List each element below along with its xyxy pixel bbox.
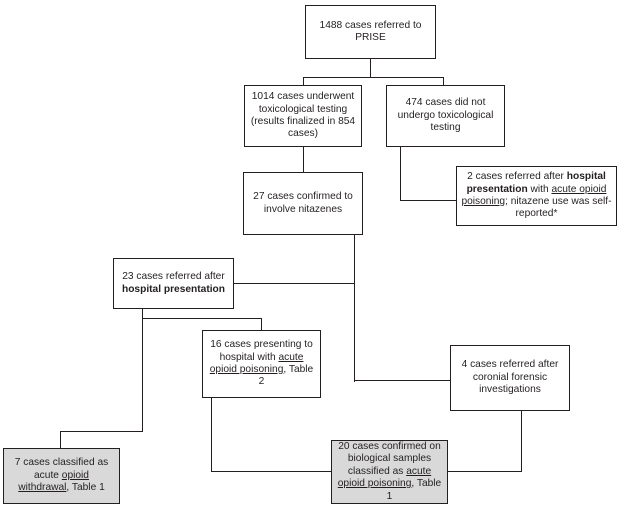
conn-16-down-v [211, 398, 213, 472]
node-classified-acute-opioid-withdrawal[interactable]: 7 cases classified as acute opioid withd… [3, 448, 120, 504]
node-presenting-to-hospital-acute-opioid-poisoning[interactable]: 16 cases presenting to hospital with acu… [202, 330, 321, 398]
node-label: 23 cases referred after hospital present… [121, 271, 226, 295]
conn-coronial-to-20-h [447, 471, 522, 473]
node-label: 27 cases confirmed to involve nitazenes [253, 191, 353, 215]
conn-nitazenes-to-coronial-h [354, 380, 451, 382]
conn-nitazenes-to-hosp-h [234, 283, 355, 285]
conn-7-top-v [60, 431, 62, 449]
node-label: 474 cases did not undergo toxicological … [397, 97, 494, 134]
conn-notox-down [400, 147, 402, 201]
node-underwent-toxicological-testing[interactable]: 1014 cases underwent toxicological testi… [244, 85, 362, 147]
conn-hosp-split-h [142, 318, 262, 320]
conn-hosp-to-7-v [142, 318, 144, 432]
node-label: 20 cases confirmed on biological samples… [337, 440, 442, 502]
node-confirmed-involve-nitazenes[interactable]: 27 cases confirmed to involve nitazenes [243, 172, 363, 235]
conn-16-to-20-h [211, 471, 332, 473]
conn-hosp-to-16 [261, 318, 263, 331]
conn-notox-to-selfrep-h [400, 200, 457, 202]
conn-split-to-tox [303, 77, 305, 86]
node-self-reported-hospital-presentation[interactable]: 2 cases referred after hospital presenta… [456, 166, 617, 226]
conn-prise-split-h [303, 77, 444, 79]
node-did-not-undergo-toxicological-testing[interactable]: 474 cases did not undergo toxicological … [386, 85, 505, 147]
conn-split-to-notox [443, 77, 445, 86]
node-label: 2 cases referred after hospital presenta… [461, 171, 612, 220]
node-cases-referred-to-prise[interactable]: 1488 cases referred to PRISE [305, 5, 436, 59]
node-referred-after-hospital-presentation[interactable]: 23 cases referred after hospital present… [113, 258, 234, 309]
conn-hosp-down [142, 309, 144, 319]
conn-nitazenes-down [354, 235, 356, 382]
node-label: 16 cases presenting to hospital with acu… [209, 339, 314, 388]
node-label: 1014 cases underwent toxicological testi… [250, 91, 356, 140]
node-confirmed-biological-samples-acute-opioid-poisoning[interactable]: 20 cases confirmed on biological samples… [331, 440, 448, 504]
node-referred-after-coronial-forensic-investigations[interactable]: 4 cases referred after coronial forensic… [450, 345, 570, 411]
conn-tox-to-nitazenes [303, 147, 305, 173]
conn-prise-down [370, 59, 372, 78]
node-label: 7 cases classified as acute opioid withd… [14, 457, 109, 494]
node-label: 1488 cases referred to PRISE [319, 19, 422, 43]
conn-coronial-down-v [521, 411, 523, 472]
node-label: 4 cases referred after coronial forensic… [461, 359, 559, 396]
conn-hosp-to-7-h [60, 431, 143, 433]
